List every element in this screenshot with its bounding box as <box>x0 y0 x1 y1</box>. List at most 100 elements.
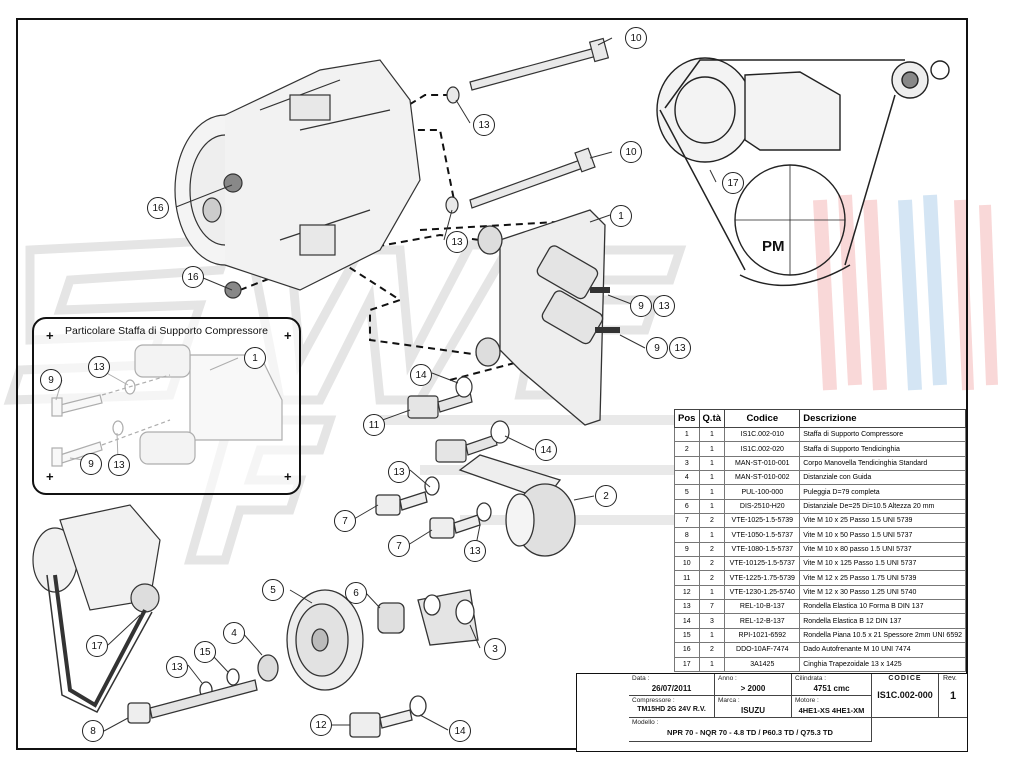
callout-12: 12 <box>310 714 332 736</box>
callout-4: 4 <box>223 622 245 644</box>
leader-lines <box>55 37 717 732</box>
parts-cell-description: Corpo Manovella Tendicinghia Standard <box>799 455 966 472</box>
header-code: Codice <box>724 409 801 428</box>
parts-table-header: Pos Q.tà Codice Descrizione <box>674 409 966 428</box>
callout-9: 9 <box>80 453 102 475</box>
parts-cell-pos: 13 <box>674 599 700 615</box>
parts-cell-pos: 12 <box>674 584 700 601</box>
tb-data-label: Data : <box>632 675 650 682</box>
callout-10: 10 <box>620 141 642 163</box>
tb-marca: Marca : ISUZU <box>715 696 792 718</box>
parts-cell-description: Rondella Piana 10.5 x 21 Spessore 2mm UN… <box>799 627 966 644</box>
callout-17: 17 <box>722 172 744 194</box>
tb-marca-label: Marca : <box>718 697 740 704</box>
parts-cell-code: MAN-ST-010-001 <box>724 455 801 472</box>
callout-11: 11 <box>363 414 385 436</box>
parts-cell-code: VTE-1025-1.5-5739 <box>724 513 801 529</box>
pm-label: PM <box>762 238 785 255</box>
tb-cilindrata-value: 4751 cmc <box>813 684 850 693</box>
parts-cell-pos: 16 <box>674 642 700 658</box>
tb-anno-value: > 2000 <box>740 684 766 693</box>
parts-cell-description: Staffa di Supporto Tendicinghia <box>799 441 966 457</box>
callout-8: 8 <box>82 720 104 742</box>
parts-cell-pos: 4 <box>674 470 700 486</box>
tb-rev-value: 1 <box>949 690 957 702</box>
callout-2: 2 <box>595 485 617 507</box>
parts-cell-code: RPI-1021-6592 <box>724 627 801 644</box>
parts-cell-description: Staffa di Supporto Compressore <box>799 426 966 443</box>
screws-10 <box>445 37 610 214</box>
parts-cell-qty: 1 <box>698 441 726 457</box>
parts-cell-qty: 2 <box>698 642 726 658</box>
parts-cell-code: VTE-10125-1.5-5737 <box>724 556 801 572</box>
header-qty: Q.tà <box>698 409 726 428</box>
callout-9: 9 <box>646 337 668 359</box>
parts-cell-qty: 1 <box>698 656 726 672</box>
title-block: Data : 26/07/2011 Anno : > 2000 Cilindra… <box>576 673 968 752</box>
bolts-11 <box>407 376 510 463</box>
tb-modello-value: NPR 70 - NQR 70 - 4.8 TD / P60.3 TD / Q7… <box>667 728 833 737</box>
tb-modello: Modello : NPR 70 - NQR 70 - 4.8 TD / P60… <box>629 718 872 742</box>
belt-layout-view <box>656 57 950 287</box>
callout-13: 13 <box>446 231 468 253</box>
callout-13: 13 <box>464 540 486 562</box>
parts-cell-code: VTE-1050-1.5-5737 <box>724 527 801 543</box>
parts-cell-qty: 1 <box>698 426 726 443</box>
mounted-assembly <box>32 504 161 713</box>
parts-cell-qty: 1 <box>698 498 726 515</box>
parts-cell-qty: 2 <box>698 570 726 586</box>
parts-cell-code: PUL-100-000 <box>724 484 801 500</box>
callout-10: 10 <box>625 27 647 49</box>
parts-cell-description: Rondella Elastica B 12 DIN 137 <box>799 613 966 629</box>
parts-cell-description: Vite M 12 x 25 Passo 1.75 UNI 5739 <box>799 570 966 586</box>
parts-cell-pos: 3 <box>674 455 700 472</box>
parts-cell-qty: 2 <box>698 556 726 572</box>
tb-modello-label: Modello : <box>632 719 659 726</box>
callout-6: 6 <box>345 582 367 604</box>
tb-codice-value: IS1C.002-000 <box>877 690 933 700</box>
callout-9: 9 <box>630 295 652 317</box>
parts-cell-pos: 5 <box>674 484 700 500</box>
header-pos: Pos <box>674 409 700 428</box>
tb-data-value: 26/07/2011 <box>651 684 692 693</box>
parts-cell-qty: 7 <box>698 599 726 615</box>
callout-1: 1 <box>610 205 632 227</box>
callout-13: 13 <box>473 114 495 136</box>
parts-cell-description: Vite M 10 x 80 passo 1.5 UNI 5737 <box>799 541 966 558</box>
parts-cell-qty: 2 <box>698 541 726 558</box>
callout-7: 7 <box>334 510 356 532</box>
tb-marca-value: ISUZU <box>741 706 765 715</box>
parts-cell-qty: 3 <box>698 613 726 629</box>
tb-motore: Motore : 4HE1-XS 4HE1-XM <box>792 696 872 718</box>
parts-cell-description: Vite M 10 x 50 Passo 1.5 UNI 5737 <box>799 527 966 543</box>
parts-cell-qty: 1 <box>698 527 726 543</box>
pulley-assembly <box>127 589 479 738</box>
parts-cell-qty: 1 <box>698 470 726 486</box>
tb-anno-label: Anno : <box>718 675 737 682</box>
callout-16: 16 <box>147 197 169 219</box>
parts-cell-description: Dado Autofrenante M 10 UNI 7474 <box>799 642 966 658</box>
parts-cell-code: IS1C.002-020 <box>724 441 801 457</box>
tb-cilindrata-label: Cilindrata : <box>795 675 827 682</box>
tensioner-bracket-2 <box>375 454 576 557</box>
parts-cell-code: REL-10-B-137 <box>724 599 801 615</box>
tb-cilindrata: Cilindrata : 4751 cmc <box>792 674 872 696</box>
parts-cell-qty: 2 <box>698 513 726 529</box>
parts-cell-code: MAN-ST-010-002 <box>724 470 801 486</box>
parts-cell-description: Puleggia D=79 completa <box>799 484 966 500</box>
tb-motore-value: 4HE1-XS 4HE1-XM <box>798 706 865 715</box>
tb-anno: Anno : > 2000 <box>715 674 792 696</box>
parts-cell-pos: 17 <box>674 656 700 672</box>
tb-codice: CODICE IS1C.002-000 <box>872 674 939 718</box>
tb-codice-label: CODICE <box>888 675 922 682</box>
